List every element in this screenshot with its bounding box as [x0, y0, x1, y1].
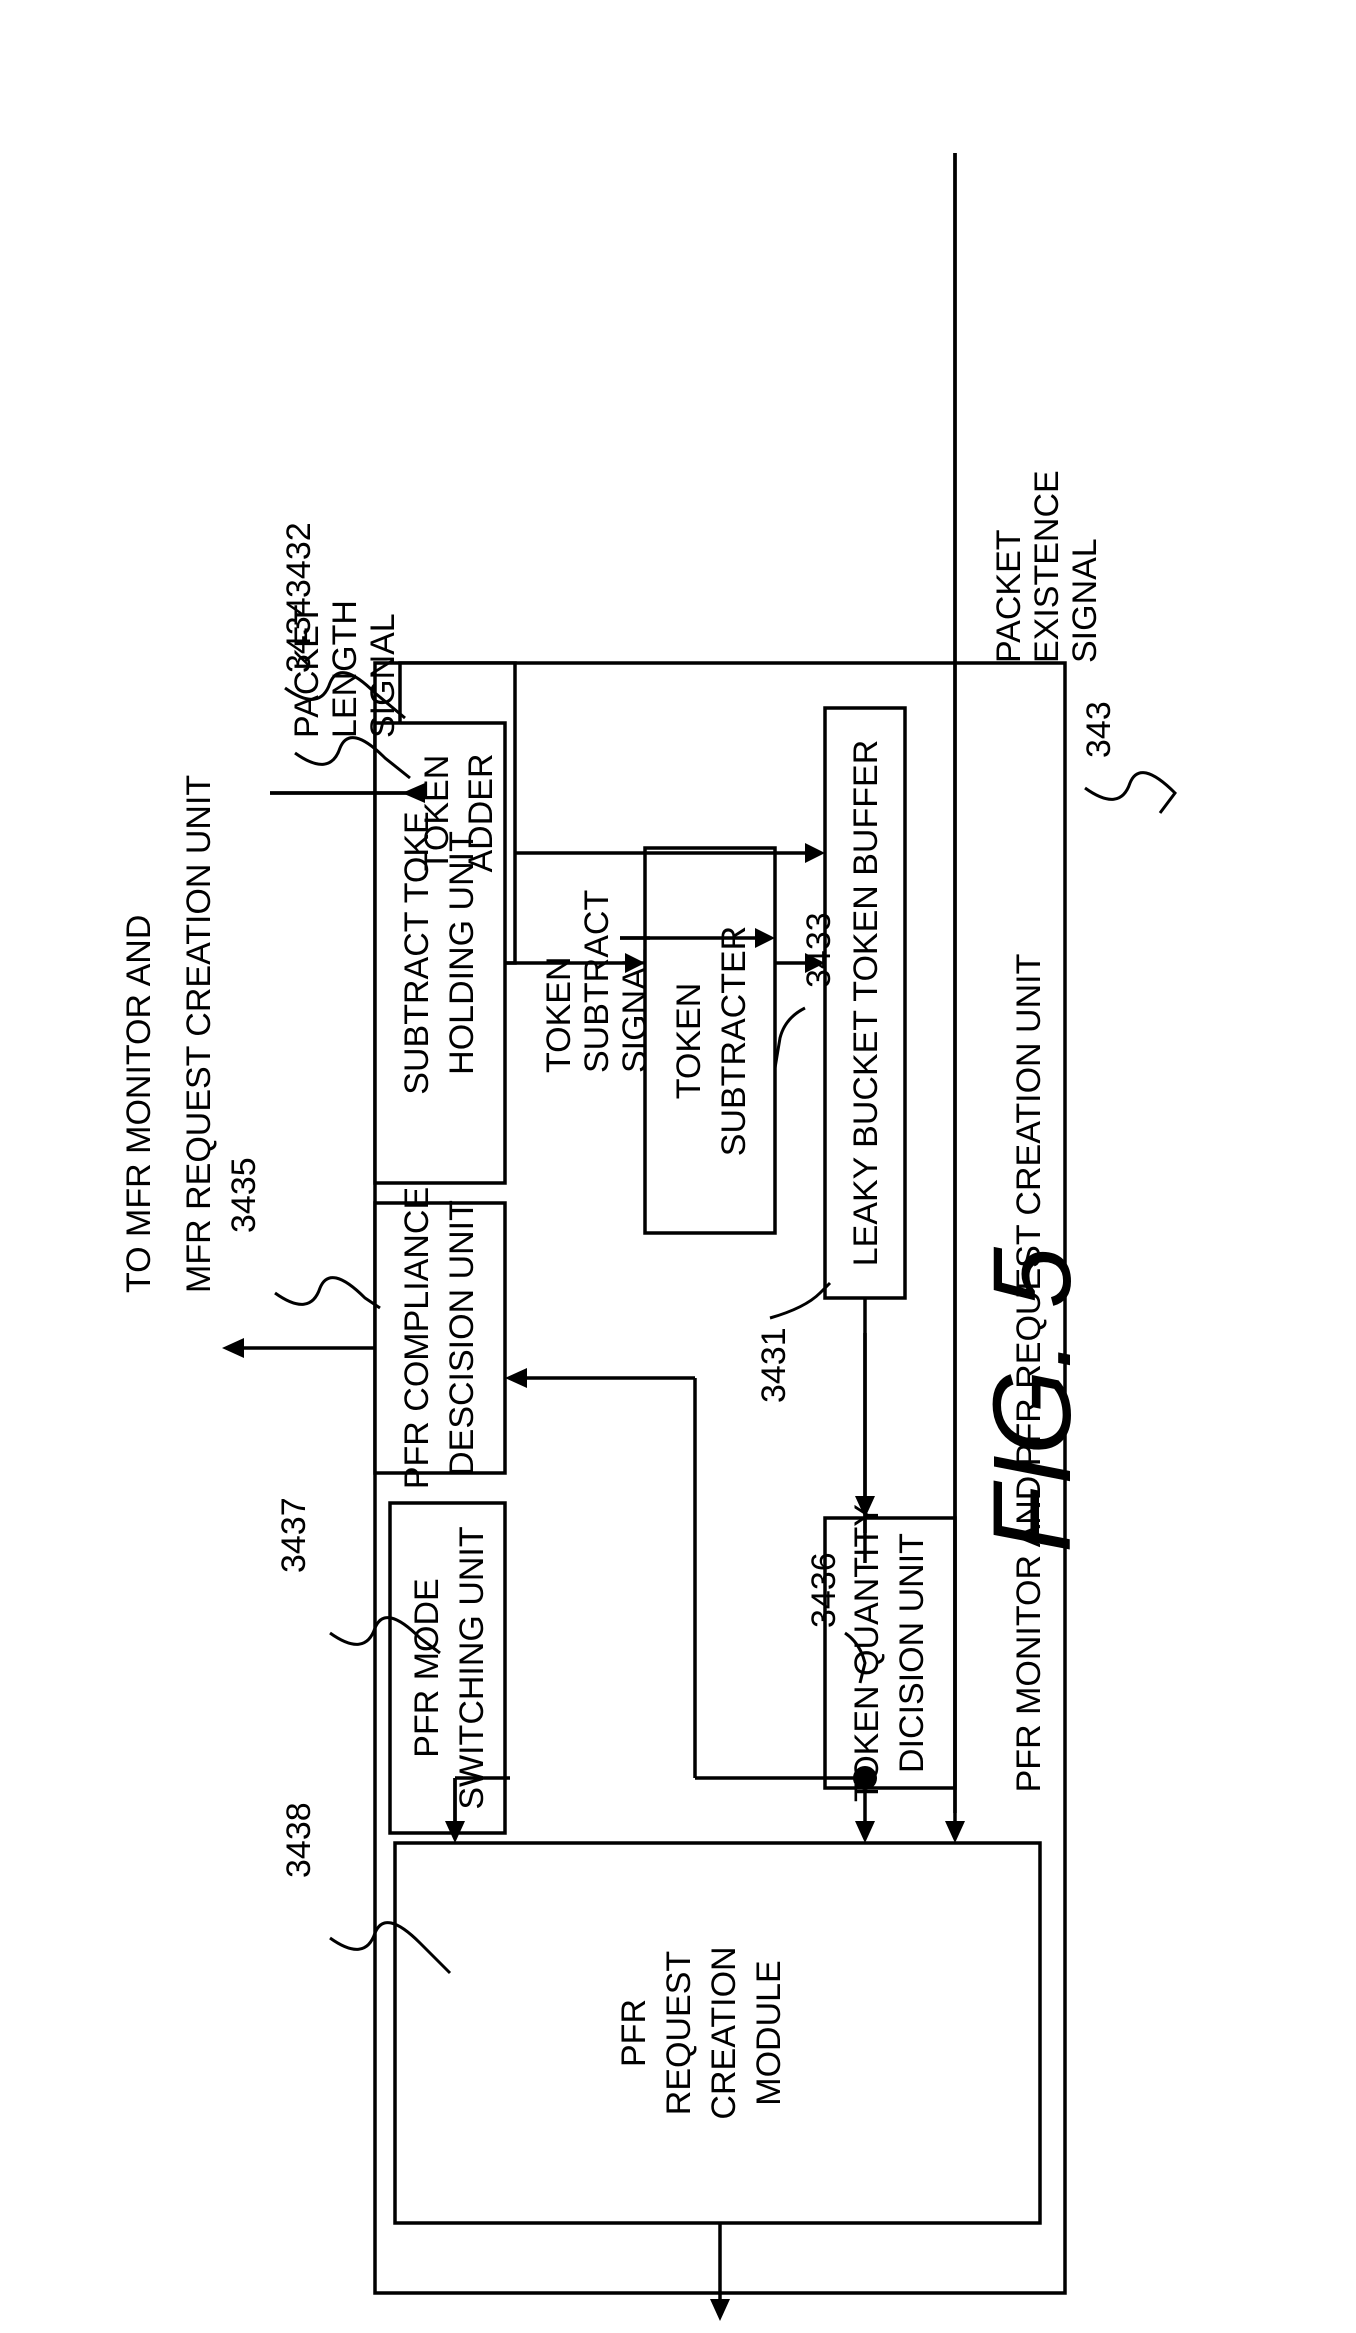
ref-3432: 3432: [280, 522, 318, 598]
ref-3436: 3436: [805, 1552, 843, 1628]
mfr-output-label-2: MFR REQUEST CREATION UNIT: [180, 775, 218, 1293]
token-adder-label-2: ADDER: [462, 753, 500, 872]
mfr-output-label-1: TO MFR MONITOR AND: [120, 915, 158, 1293]
token-subtracter-box: [643, 846, 777, 1235]
token-subtract-label-1: TOKEN: [540, 956, 578, 1073]
ref-3431: 3431: [755, 1327, 793, 1403]
module-output-arrow: [710, 2299, 730, 2321]
adder-to-bucket-arrow: [805, 843, 825, 863]
subtracter-to-bucket-arrow: [805, 953, 825, 973]
leader-3438: [329, 1921, 452, 1975]
pfr-request-module-label-2: REQUEST: [660, 1951, 698, 2115]
token-subtract-label-2: SUBTRACT: [578, 890, 616, 1073]
ref-3433: 3433: [800, 912, 838, 988]
pfr-mode-switching-box: [388, 1501, 507, 1835]
packet-existence-label-3: SIGNAL: [1066, 538, 1104, 663]
token-adder-label: TOKEN: [418, 755, 456, 872]
compliance-output-arrow: [222, 1338, 244, 1358]
bucket-to-quantity-arrow: [855, 1496, 875, 1518]
packet-existence-label-1: PACKET: [990, 529, 1028, 663]
subtract-token-holding-box: [373, 721, 507, 1185]
token-subtract-label-3: SIGNAL: [616, 948, 654, 1073]
packet-existence-arrow: [945, 1821, 965, 1843]
unit-title: PFR MONITOR AND PFR REQUEST CREATION UNI…: [1010, 954, 1048, 1793]
subtract-token-holding-label: SUBTRACT TOKE: [398, 811, 436, 1094]
leader-3432: [284, 671, 406, 720]
token-subtracter-label-2: SUBTRACTER: [715, 926, 753, 1156]
token-quantity-label: TOKEN QUANTITY: [848, 1504, 886, 1802]
pfr-request-module-label-4: MODULE: [750, 1960, 788, 2105]
figure-label: FIG. 5: [971, 1246, 1094, 1552]
leader-3435: [274, 1276, 381, 1310]
packet-existence-label-2: EXISTENCE: [1028, 470, 1066, 663]
feedback-arrow: [505, 1368, 527, 1388]
token-subtracter-label: TOKEN: [670, 983, 708, 1100]
ref-343: 343: [1080, 701, 1118, 758]
packet-length-label-2: LENGTH: [326, 600, 364, 738]
pfr-compliance-box: [373, 1201, 507, 1475]
pfr-request-module-label: PFR: [615, 1999, 653, 2067]
ref-3438: 3438: [280, 1802, 318, 1878]
leader-3434: [294, 736, 411, 780]
token-quantity-box: [823, 1516, 957, 1790]
leader-3431: [769, 1281, 832, 1320]
subtract-token-holding-label-2: HOLDING UNIT: [443, 831, 481, 1075]
leaky-bucket-label: LEAKY BUCKET TOKEN BUFFER: [847, 740, 885, 1267]
leader-343: [1084, 771, 1177, 814]
pfr-request-module-box: [393, 1841, 1042, 2225]
token-quantity-label-2: DICISION UNIT: [893, 1533, 931, 1773]
ref-3435: 3435: [225, 1157, 263, 1233]
leader-3433: [773, 1006, 806, 1069]
packet-length-label-3: SIGNAL: [364, 613, 402, 738]
pfr-mode-switching-label-2: SWITCHING UNIT: [453, 1526, 491, 1809]
token-subtract-signal-arrow: [755, 928, 775, 948]
pfr-compliance-label: PFR COMPLIANCE: [398, 1187, 436, 1489]
ref-3434: 3434: [280, 597, 318, 673]
quantity-to-module-arrow: [855, 1821, 875, 1843]
leader-3437: [329, 1616, 441, 1655]
pfr-compliance-label-2: DESCISION UNIT: [443, 1200, 481, 1476]
ref-3437: 3437: [275, 1497, 313, 1573]
pfr-mode-switching-label: PFR MODE: [408, 1578, 446, 1757]
packet-length-label-1: PACKET: [288, 604, 326, 738]
holding-to-subtracter-arrow: [625, 953, 645, 973]
leader-3436: [844, 1631, 867, 1684]
pfr-request-module-label-3: CREATION: [705, 1946, 743, 2119]
